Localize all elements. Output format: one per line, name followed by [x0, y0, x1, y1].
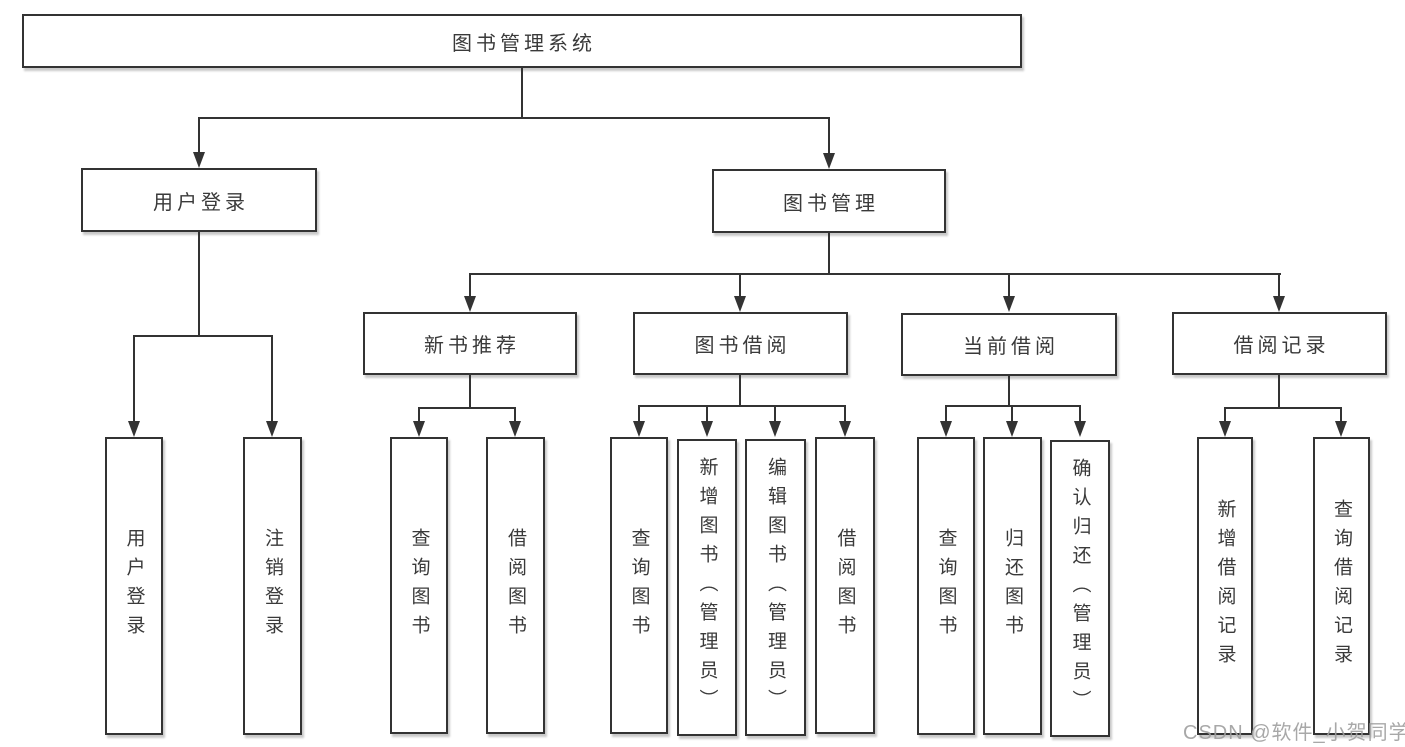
leaf-borrow-books: 借阅图书: [815, 437, 875, 734]
arrowhead-icon: [839, 421, 851, 437]
node-current-borrowing: 当前借阅: [901, 313, 1117, 376]
connector-to-user-login: [198, 117, 200, 152]
connector-to-new-book: [469, 273, 471, 296]
connector-newbook-stem: [469, 375, 471, 409]
arrowhead-icon: [769, 421, 781, 437]
leaf-user-login: 用户登录: [105, 437, 163, 735]
connector-leaf: [638, 405, 640, 421]
leaf-query-books: 查询图书: [390, 437, 448, 734]
node-book-management: 图书管理: [712, 169, 946, 233]
connector-leaf: [774, 405, 776, 421]
connector-current-rail: [945, 405, 1081, 407]
leaf-borrow-books: 借阅图书: [486, 437, 545, 734]
node-user-login: 用户登录: [81, 168, 317, 232]
connector-borrowing-stem: [739, 375, 741, 407]
leaf-query-books: 查询图书: [917, 437, 975, 735]
arrowhead-icon: [193, 152, 205, 168]
arrowhead-icon: [413, 421, 425, 437]
arrowhead-icon: [1006, 421, 1018, 437]
arrowhead-icon: [509, 421, 521, 437]
connector-userlogin-rail: [133, 335, 273, 337]
arrowhead-icon: [1273, 296, 1285, 312]
connector-bookmgmt-stem: [828, 233, 830, 275]
connector-leaf: [844, 405, 846, 421]
leaf-confirm-return-admin: 确认归还（管理员）: [1050, 440, 1110, 737]
connector-root-rail: [198, 117, 830, 119]
arrowhead-icon: [1003, 296, 1015, 312]
leaf-query-borrow-record: 查询借阅记录: [1313, 437, 1370, 735]
connector-bookmgmt-rail: [469, 273, 1281, 275]
connector-leaf: [1224, 407, 1226, 421]
arrowhead-icon: [266, 421, 278, 437]
arrowhead-icon: [1219, 421, 1231, 437]
leaf-add-borrow-record: 新增借阅记录: [1197, 437, 1253, 735]
arrowhead-icon: [701, 421, 713, 437]
csdn-watermark: CSDN @软件_小贺同学: [1183, 722, 1405, 744]
node-book-borrowing: 图书借阅: [633, 312, 848, 375]
connector-records-rail: [1224, 407, 1342, 409]
leaf-query-books: 查询图书: [610, 437, 668, 734]
connector-leaf: [1011, 405, 1013, 421]
leaf-edit-books-admin: 编辑图书（管理员）: [745, 439, 806, 736]
connector-leaf: [514, 407, 516, 421]
connector-to-borrowing-records: [1278, 273, 1280, 296]
node-library-system: 图书管理系统: [22, 14, 1022, 68]
connector-newbook-rail: [418, 407, 516, 409]
node-new-book-recommendation: 新书推荐: [363, 312, 577, 375]
connector-leaf: [945, 405, 947, 421]
connector-to-book-borrowing: [739, 273, 741, 296]
connector-leaf: [706, 405, 708, 421]
connector-leaf: [1340, 407, 1342, 421]
leaf-return-books: 归还图书: [983, 437, 1042, 735]
arrowhead-icon: [128, 421, 140, 437]
connector-to-leaf-logout: [271, 335, 273, 421]
leaf-logout: 注销登录: [243, 437, 302, 735]
arrowhead-icon: [464, 296, 476, 312]
connector-leaf: [418, 407, 420, 421]
arrowhead-icon: [1074, 421, 1086, 437]
node-borrowing-records: 借阅记录: [1172, 312, 1387, 375]
arrowhead-icon: [823, 153, 835, 169]
connector-to-book-management: [828, 117, 830, 153]
connector-borrowing-rail: [638, 405, 846, 407]
connector-records-stem: [1278, 375, 1280, 409]
arrowhead-icon: [940, 421, 952, 437]
leaf-add-books-admin: 新增图书（管理员）: [677, 439, 737, 736]
connector-current-stem: [1008, 376, 1010, 407]
arrowhead-icon: [734, 296, 746, 312]
connector-leaf: [1079, 405, 1081, 421]
arrowhead-icon: [633, 421, 645, 437]
connector-root-stem: [521, 68, 523, 119]
connector-to-leaf-user-login: [133, 335, 135, 421]
connector-userlogin-stem: [198, 232, 200, 337]
connector-to-current-borrowing: [1008, 273, 1010, 296]
arrowhead-icon: [1335, 421, 1347, 437]
